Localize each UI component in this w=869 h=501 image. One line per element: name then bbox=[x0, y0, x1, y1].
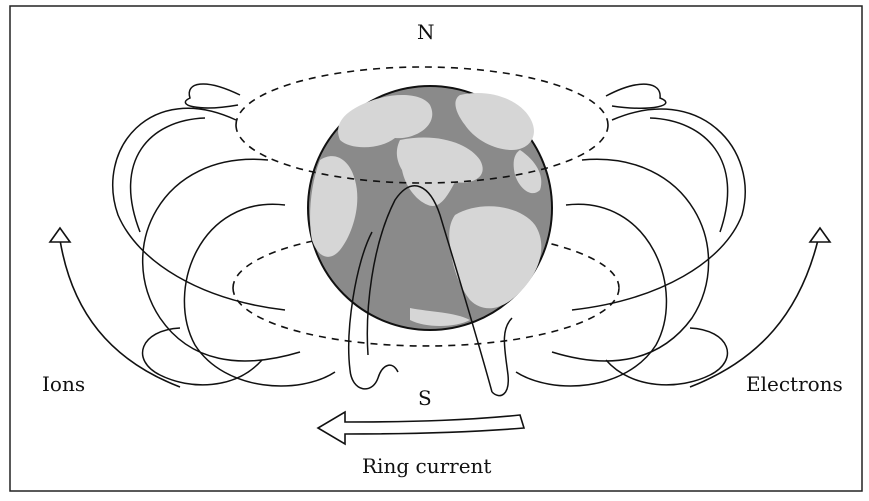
south-label: S bbox=[418, 386, 432, 410]
north-label: N bbox=[417, 20, 435, 44]
front-field-lines bbox=[348, 185, 513, 397]
left-field-lines bbox=[112, 83, 336, 387]
ring-current-arrow bbox=[316, 410, 526, 446]
figure-frame bbox=[9, 5, 863, 492]
electrons-label: Electrons bbox=[746, 372, 843, 396]
ions-label: Ions bbox=[42, 372, 86, 396]
lower-ellipse-front bbox=[232, 287, 620, 347]
earth-globe bbox=[307, 85, 553, 331]
ions-arrowhead bbox=[48, 226, 72, 243]
electrons-arrow bbox=[689, 239, 819, 388]
electrons-arrowhead bbox=[808, 226, 832, 243]
right-field-lines bbox=[515, 83, 746, 387]
ring-current-label: Ring current bbox=[362, 454, 492, 478]
ions-arrow bbox=[59, 239, 181, 388]
